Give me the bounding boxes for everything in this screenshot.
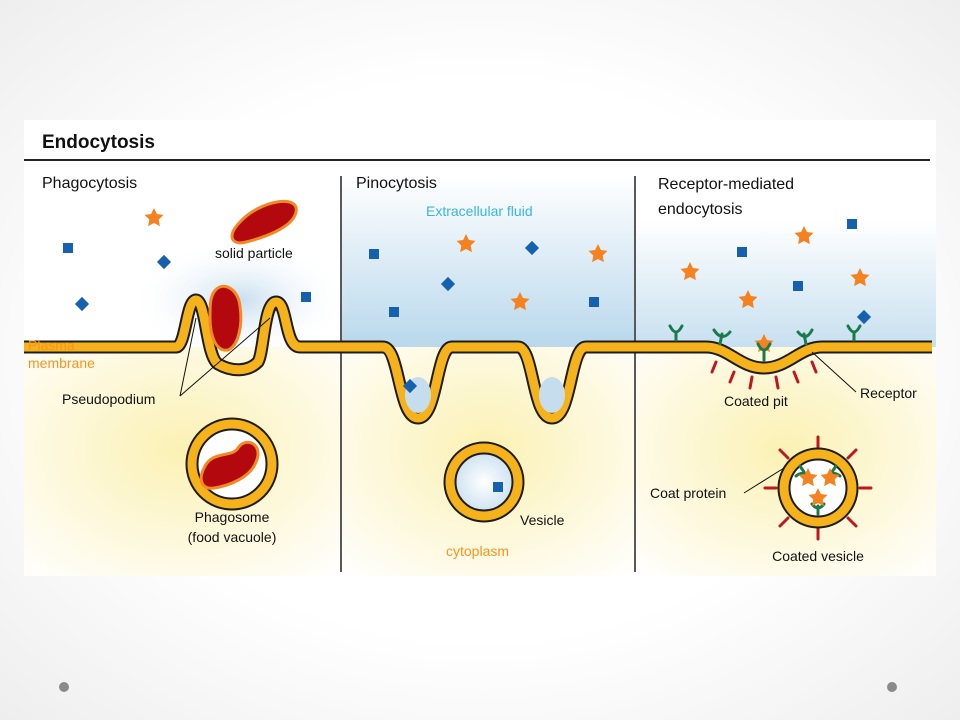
label-phagosome-2: (food vacuole) xyxy=(188,529,277,545)
slide-dot-left[interactable] xyxy=(59,682,69,692)
coat-protein xyxy=(778,448,790,460)
label-plasma-membrane-1: Plasma xyxy=(28,337,75,353)
label-receptor: Receptor xyxy=(860,385,917,401)
square-molecule xyxy=(737,247,747,257)
solid-particle xyxy=(230,199,298,245)
coat-protein xyxy=(810,360,818,374)
label-coated-pit: Coated pit xyxy=(724,393,788,409)
phagosome-fill xyxy=(187,419,277,509)
coat-protein xyxy=(728,370,736,384)
square-molecule xyxy=(301,292,311,302)
coated-vesicle-fill xyxy=(779,449,857,527)
label-coated-vesicle: Coated vesicle xyxy=(772,548,864,564)
heading-phagocytosis: Phagocytosis xyxy=(42,175,137,192)
heading-receptor-line2: endocytosis xyxy=(658,201,743,218)
label-vesicle: Vesicle xyxy=(520,512,565,528)
label-plasma-membrane-2: membrane xyxy=(28,355,95,371)
square-molecule xyxy=(493,482,503,492)
pseudopodium-pointer-1 xyxy=(179,317,197,397)
coat-proteins-vesicle xyxy=(763,435,873,541)
coat-protein xyxy=(792,370,800,384)
receptor-pointer xyxy=(811,351,857,393)
label-phagosome-1: Phagosome xyxy=(195,509,270,525)
figure-title: Endocytosis xyxy=(42,132,155,153)
coat-protein xyxy=(778,516,790,528)
coat-protein xyxy=(846,448,858,460)
square-molecule xyxy=(369,249,379,259)
label-extracellular-fluid: Extracellular fluid xyxy=(426,203,533,219)
coat-protein xyxy=(710,360,718,374)
heading-receptor-line1: Receptor-mediated xyxy=(658,176,794,193)
label-pseudopodium: Pseudopodium xyxy=(62,391,155,407)
receptor-extracellular-tint xyxy=(636,220,936,347)
coat-proteins-pit xyxy=(710,360,818,390)
plasma-membrane-fill xyxy=(24,295,932,423)
label-cytoplasm: cytoplasm xyxy=(446,543,509,559)
receptor xyxy=(668,324,684,342)
square-molecule xyxy=(63,243,73,253)
heading-pinocytosis: Pinocytosis xyxy=(356,175,437,192)
label-solid-particle: solid particle xyxy=(215,245,293,261)
coat-protein-pointer xyxy=(743,467,785,494)
pinocytic-vesicle-fill xyxy=(445,443,523,521)
coat-protein xyxy=(748,375,754,390)
label-coat-protein: Coat protein xyxy=(650,485,726,501)
pinocytosis-extracellular-tint xyxy=(342,175,634,347)
square-molecule xyxy=(847,219,857,229)
engulfed-particle xyxy=(208,284,243,352)
receptor xyxy=(846,324,862,342)
receptors xyxy=(668,324,862,362)
cytoplasm-tint-right xyxy=(636,347,936,576)
phagosome-particle xyxy=(199,440,260,490)
square-molecule xyxy=(589,297,599,307)
receptor xyxy=(756,342,772,362)
slide-dot-right[interactable] xyxy=(887,682,897,692)
pinocytic-vesicle-interior xyxy=(450,448,518,516)
coat-protein xyxy=(846,516,858,528)
receptor xyxy=(796,328,814,346)
square-molecule xyxy=(793,281,803,291)
pseudopodium-pointer-2 xyxy=(179,317,271,397)
coat-protein xyxy=(774,375,780,390)
pinocytosis-pocket-right xyxy=(539,377,565,413)
receptor xyxy=(712,328,732,346)
square-molecule xyxy=(389,307,399,317)
